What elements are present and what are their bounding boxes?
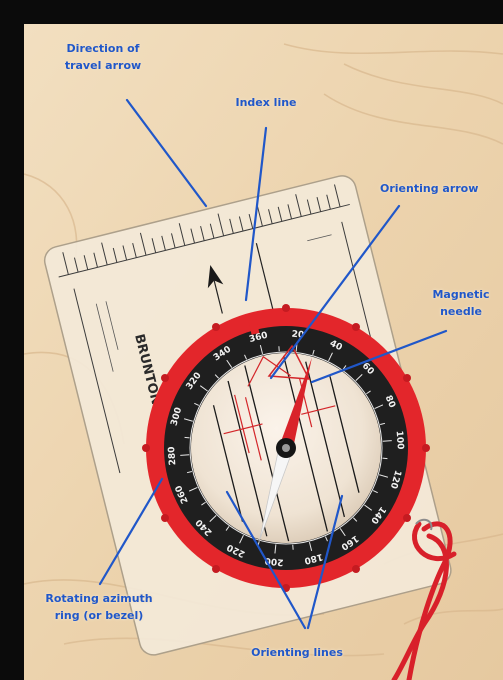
label-rotating-azimuth-ring-line2: ring (or bezel) bbox=[24, 607, 174, 624]
bezel-tick bbox=[383, 441, 392, 442]
label-magnetic-needle: Magnetic needle bbox=[422, 286, 500, 320]
label-magnetic-needle-line1: Magnetic bbox=[422, 286, 500, 303]
label-orienting-arrow: Orienting arrow bbox=[380, 180, 498, 197]
bezel-tick bbox=[180, 455, 189, 456]
label-direction-of-travel-arrow-line2: travel arrow bbox=[44, 57, 162, 74]
label-rotating-azimuth-ring-line1: Rotating azimuth bbox=[24, 590, 174, 607]
label-magnetic-needle-line2: needle bbox=[422, 303, 500, 320]
bezel-tick bbox=[185, 437, 190, 438]
label-orienting-arrow-text: Orienting arrow bbox=[380, 180, 498, 197]
bezel-tick bbox=[382, 458, 387, 459]
label-rotating-azimuth-ring: Rotating azimuth ring (or bezel) bbox=[24, 590, 174, 624]
label-index-line-text: Index line bbox=[220, 94, 312, 111]
compass-photo: BRUNTON bbox=[24, 24, 503, 680]
bezel-number: 280 bbox=[167, 446, 178, 465]
bezel-number: 100 bbox=[394, 430, 405, 449]
label-index-line: Index line bbox=[220, 94, 312, 111]
label-direction-of-travel-arrow-line1: Direction of bbox=[44, 40, 162, 57]
label-orienting-lines-text: Orienting lines bbox=[232, 644, 362, 661]
label-direction-of-travel-arrow: Direction of travel arrow bbox=[44, 40, 162, 74]
compass-illustration: BRUNTON bbox=[24, 24, 503, 680]
label-orienting-lines: Orienting lines bbox=[232, 644, 362, 661]
